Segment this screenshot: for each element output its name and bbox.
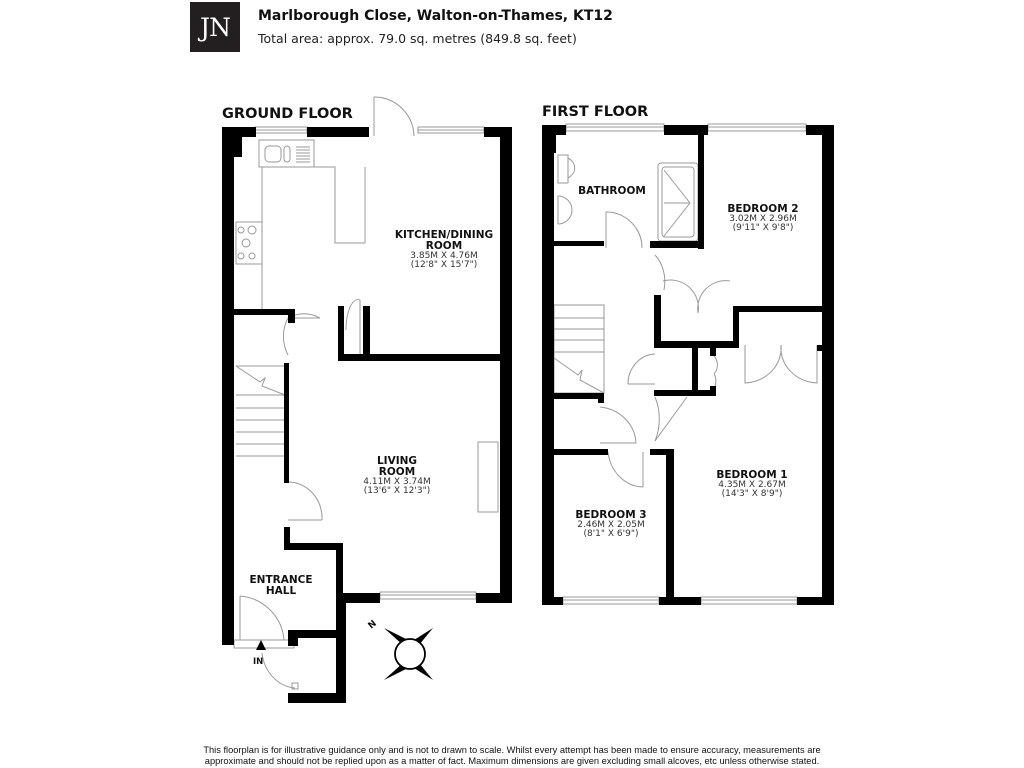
disclaimer-line-1: This floorplan is for illustrative guida… xyxy=(203,745,821,755)
room-name: ENTRANCE xyxy=(249,574,313,586)
room-name: BEDROOM 2 xyxy=(727,203,799,215)
room-name: BEDROOM 3 xyxy=(575,509,647,521)
room-dimensions-metric: 3.85M X 4.76M xyxy=(410,251,478,262)
room-label-kitchen-dining: KITCHEN/DINING ROOM 3.85M X 4.76M (12'8"… xyxy=(394,229,494,271)
room-name: ROOM xyxy=(378,466,416,479)
room-name: KITCHEN/DINING xyxy=(394,229,494,241)
disclaimer: This floorplan is for illustrative guida… xyxy=(0,745,1024,767)
room-label-bedroom-2: BEDROOM 2 3.02M X 2.96M (9'11" X 9'8") xyxy=(727,203,799,234)
room-label-entrance-hall: ENTRANCE HALL xyxy=(249,574,313,598)
agency-logo: JN xyxy=(190,2,240,52)
first-floor-label: FIRST FLOOR xyxy=(542,104,649,120)
room-dimensions-metric: 4.35M X 2.67M xyxy=(718,480,786,491)
entrance-marker: IN xyxy=(253,657,264,667)
room-label-living-room: LIVING ROOM 4.11M X 3.74M (13'6" X 12'3"… xyxy=(363,455,431,497)
room-label-bedroom-3: BEDROOM 3 2.46M X 2.05M (8'1" X 6'9") xyxy=(575,509,647,540)
walls xyxy=(222,125,834,703)
room-name: BATHROOM xyxy=(578,185,646,197)
room-dimensions-metric: 3.02M X 2.96M xyxy=(729,214,797,225)
fixtures xyxy=(233,96,818,690)
room-dimensions-metric: 4.11M X 3.74M xyxy=(363,477,431,488)
disclaimer-line-2: approximate and should not be replied up… xyxy=(204,756,820,766)
room-label-bathroom: BATHROOM xyxy=(578,185,646,197)
room-dimensions-imperial: (9'11" X 9'8") xyxy=(732,223,794,234)
entrance-arrow-icon xyxy=(256,640,266,650)
room-dimensions-imperial: (12'8" X 15'7") xyxy=(410,260,478,271)
room-name: HALL xyxy=(265,585,297,598)
room-label-bedroom-1: BEDROOM 1 4.35M X 2.67M (14'3" X 8'9") xyxy=(716,469,788,500)
ground-floor-label: GROUND FLOOR xyxy=(222,106,353,122)
compass-icon xyxy=(384,628,433,680)
property-address: Marlborough Close, Walton-on-Thames, KT1… xyxy=(258,8,613,24)
room-name: BEDROOM 1 xyxy=(716,469,788,481)
room-dimensions-imperial: (13'6" X 12'3") xyxy=(363,486,431,497)
total-area: Total area: approx. 79.0 sq. metres (849… xyxy=(258,31,577,46)
room-dimensions-imperial: (8'1" X 6'9") xyxy=(583,529,639,540)
logo-text: JN xyxy=(200,12,231,42)
room-dimensions-metric: 2.46M X 2.05M xyxy=(577,520,645,531)
room-name: LIVING xyxy=(376,455,418,467)
room-name: ROOM xyxy=(425,240,463,253)
room-dimensions-imperial: (14'3" X 8'9") xyxy=(721,489,783,500)
